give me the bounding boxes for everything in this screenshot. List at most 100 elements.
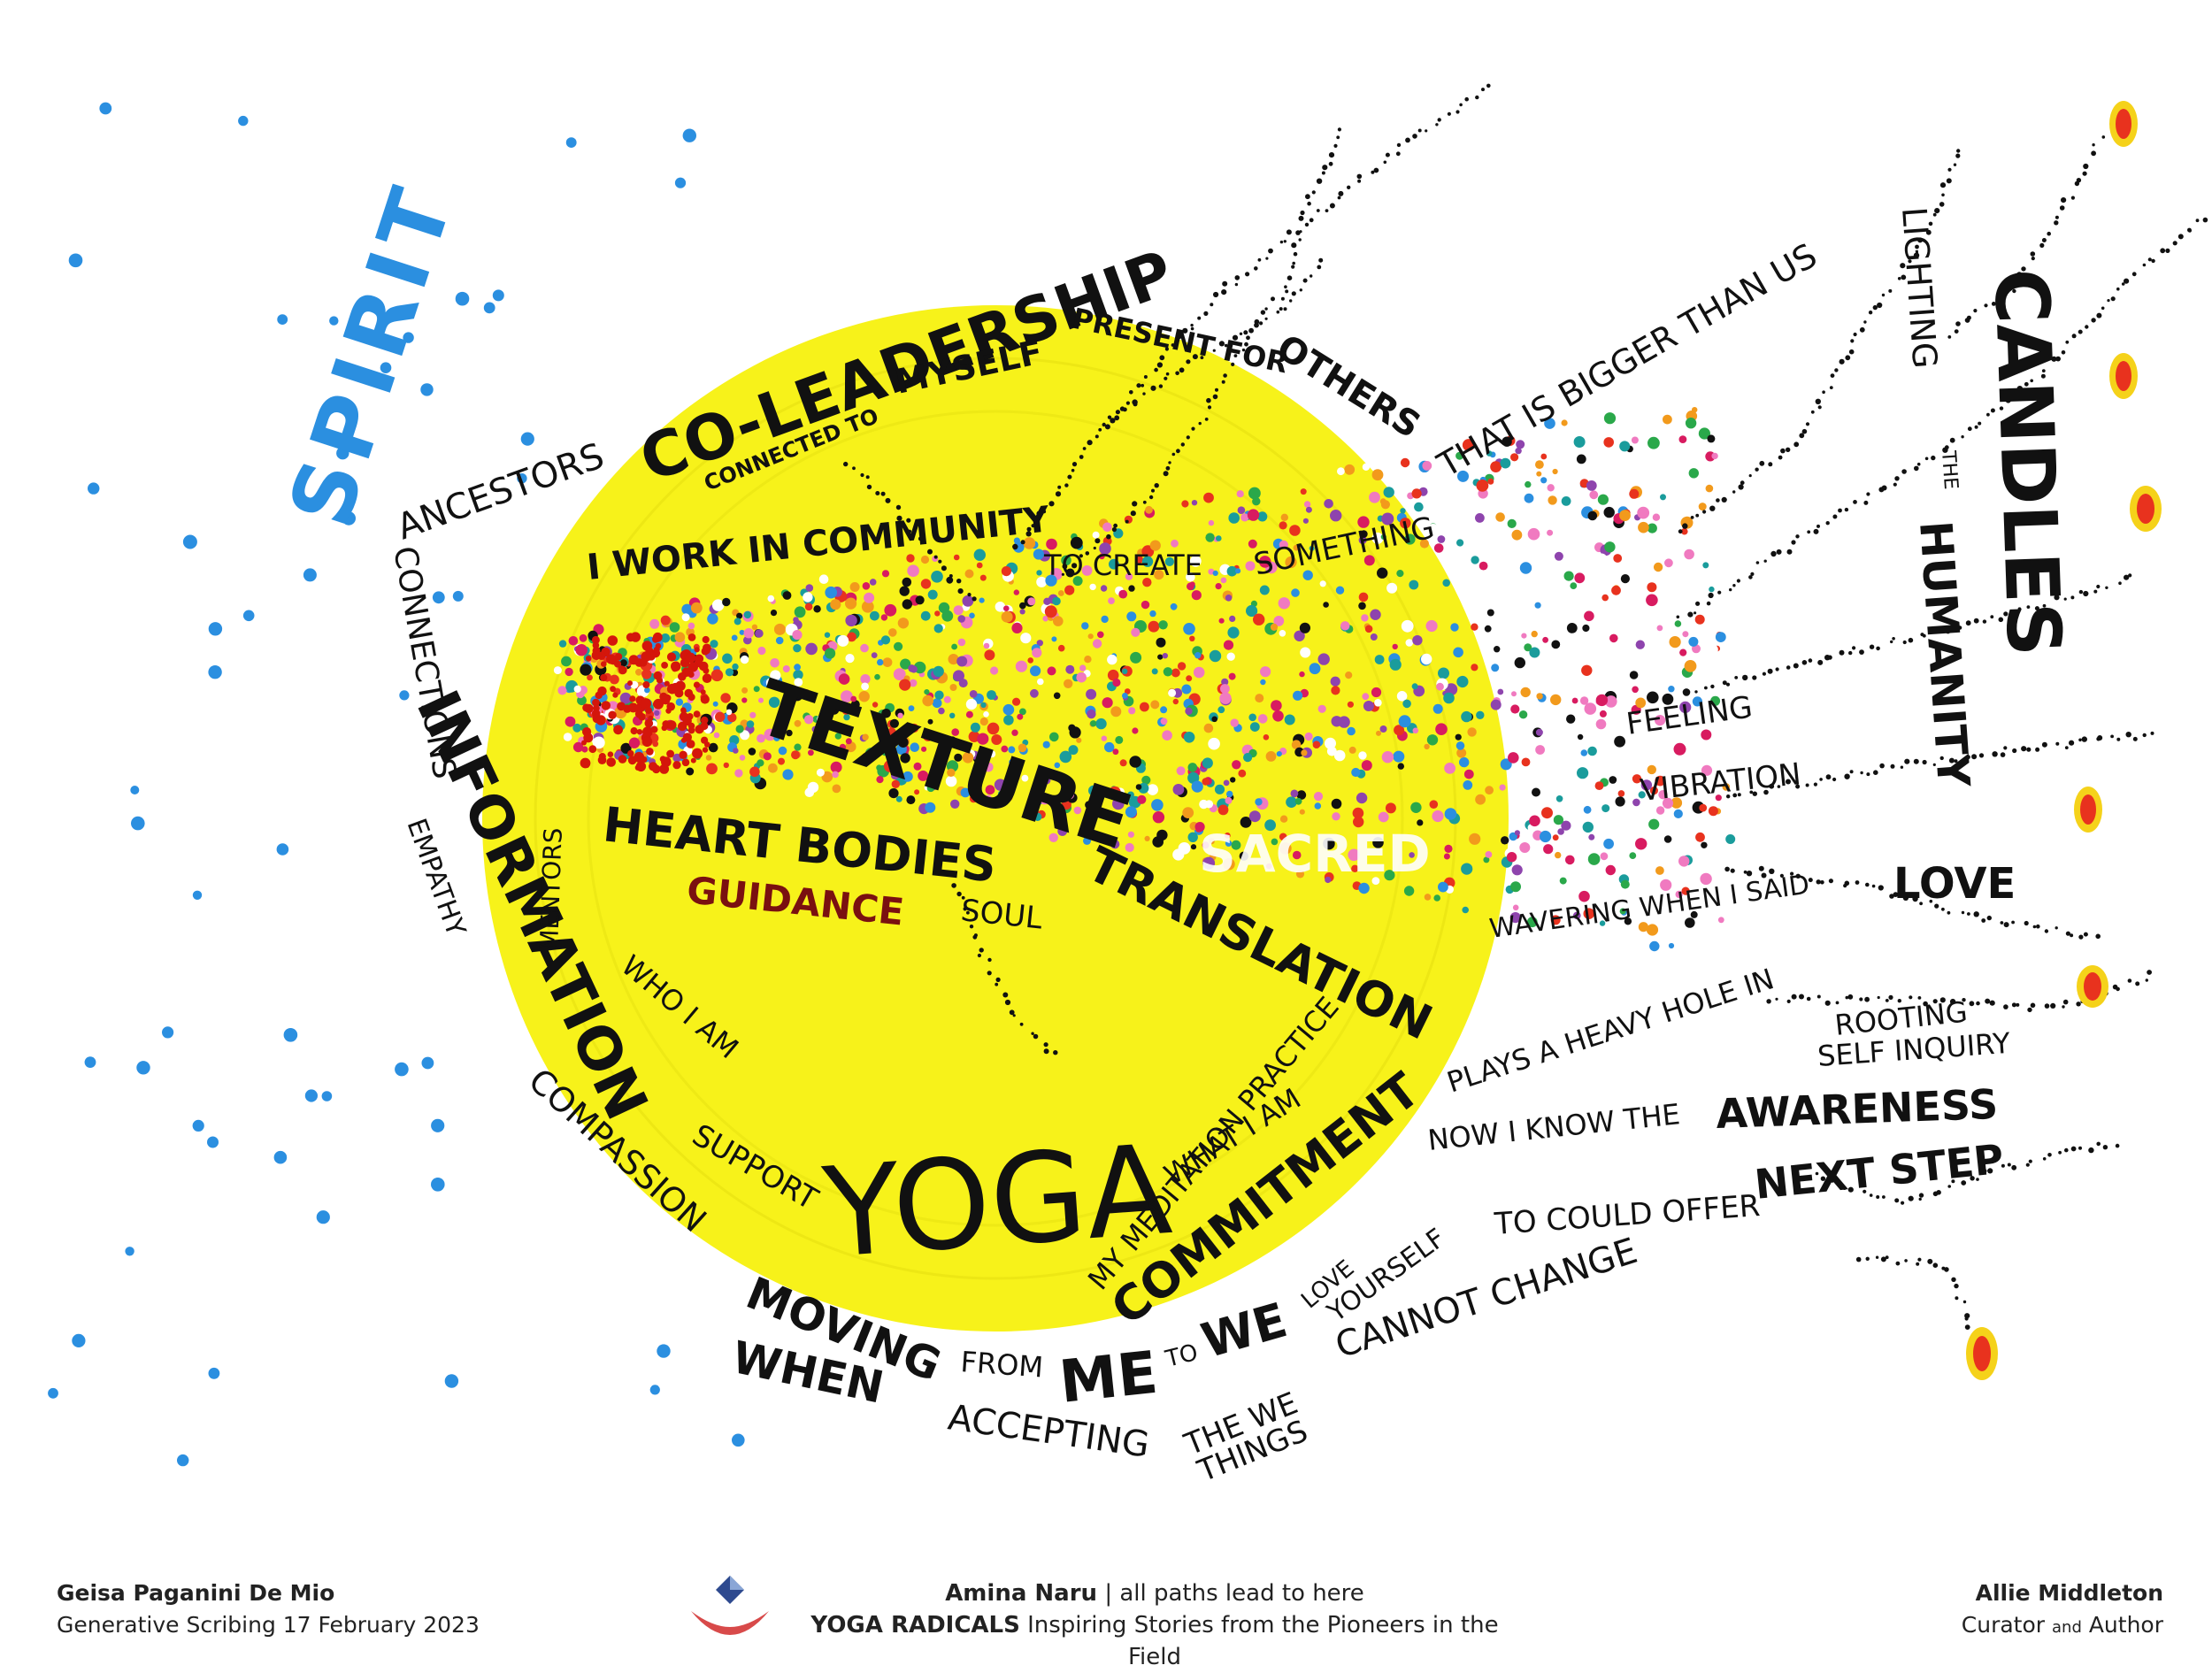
confetti-dot xyxy=(906,554,915,563)
confetti-dot xyxy=(1240,817,1252,828)
confetti-dot xyxy=(1379,725,1387,733)
confetti-dot xyxy=(1555,851,1562,859)
confetti-dot xyxy=(1003,715,1014,725)
stipple-dot xyxy=(1929,899,1933,903)
stipple-dot xyxy=(1900,765,1904,769)
stipple-dot xyxy=(1012,1014,1016,1017)
stipple-dot xyxy=(1817,659,1824,665)
confetti-dot xyxy=(1107,654,1118,665)
stipple-dot xyxy=(1844,507,1849,512)
stipple-dot xyxy=(1148,495,1154,500)
confetti-dot xyxy=(1647,764,1657,775)
stipple-dot xyxy=(2097,735,2103,741)
confetti-dot xyxy=(1358,602,1366,610)
stipple-dot xyxy=(2042,1157,2047,1161)
confetti-dot xyxy=(1030,688,1039,698)
confetti-dot xyxy=(686,767,695,776)
stipple-dot xyxy=(1967,426,1972,432)
confetti-dot xyxy=(1467,727,1477,737)
blue-dot xyxy=(88,482,100,495)
confetti-dot xyxy=(1605,864,1617,876)
stipple-dot xyxy=(1248,327,1254,334)
word-yoga: YOGA xyxy=(818,1118,1176,1286)
confetti-dot xyxy=(1445,683,1458,696)
confetti-dot xyxy=(1695,832,1705,842)
stipple-dot xyxy=(1904,758,1910,764)
confetti-dot xyxy=(1597,494,1609,505)
stipple-dot xyxy=(1810,410,1815,414)
confetti-dot xyxy=(1576,454,1586,464)
stipple-dot xyxy=(1866,772,1870,777)
confetti-dot xyxy=(1209,649,1222,663)
confetti-dot xyxy=(1385,802,1396,814)
confetti-dot xyxy=(902,771,913,782)
confetti-dot xyxy=(1199,799,1209,810)
stipple-dot xyxy=(1955,153,1961,158)
confetti-dot xyxy=(1044,605,1057,618)
stipple-dot xyxy=(2055,741,2060,746)
stipple-dot xyxy=(957,588,964,595)
stipple-dot xyxy=(2064,746,2069,749)
speaker-name: Amina Naru xyxy=(945,1580,1098,1607)
stipple-dot xyxy=(2078,589,2084,595)
confetti-dot xyxy=(1055,815,1065,825)
confetti-dot xyxy=(1104,741,1115,753)
confetti-dot xyxy=(1582,821,1594,833)
confetti-dot xyxy=(957,743,965,751)
confetti-dot xyxy=(1494,646,1501,653)
confetti-dot xyxy=(1235,568,1241,574)
stipple-dot xyxy=(1859,326,1865,333)
confetti-dot xyxy=(687,662,698,672)
stipple-dot xyxy=(1234,282,1239,287)
confetti-dot xyxy=(1211,716,1217,723)
stipple-dot xyxy=(2003,922,2009,928)
confetti-dot xyxy=(1708,806,1718,817)
stipple-dot xyxy=(1835,1001,1839,1005)
confetti-dot xyxy=(1531,630,1538,638)
confetti-dot xyxy=(1571,697,1578,704)
confetti-dot xyxy=(1647,582,1657,593)
stipple-dot xyxy=(2088,1147,2094,1154)
confetti-dot xyxy=(1398,715,1411,728)
candle-flames xyxy=(1966,101,2162,1380)
stipple-dot xyxy=(1982,1169,1987,1174)
stipple-dot xyxy=(987,971,992,976)
confetti-dot xyxy=(1640,779,1653,791)
confetti-dot xyxy=(1279,521,1287,530)
confetti-dot xyxy=(757,733,765,743)
confetti-dot xyxy=(792,690,803,702)
confetti-dot xyxy=(1325,737,1336,749)
sun-ring xyxy=(587,410,1404,1227)
stipple-dot xyxy=(995,982,999,986)
stipple-dot xyxy=(2151,258,2155,264)
confetti-dot xyxy=(1581,664,1593,676)
confetti-dot xyxy=(1053,616,1064,626)
stipple-dot xyxy=(2044,1003,2050,1009)
stipple-dot xyxy=(1954,759,1958,764)
stipple-dot xyxy=(2027,1007,2032,1013)
confetti-dot xyxy=(573,685,581,694)
confetti-dot xyxy=(1631,436,1639,444)
stipple-dot xyxy=(1801,660,1808,665)
confetti-dot xyxy=(1705,484,1714,493)
stipple-dot xyxy=(1901,469,1907,474)
stipple-dot xyxy=(1158,384,1164,388)
stipple-dot xyxy=(1850,339,1855,343)
confetti-dot xyxy=(1021,774,1029,782)
confetti-dot xyxy=(1701,841,1708,848)
confetti-dot xyxy=(1527,527,1540,541)
confetti-dot xyxy=(1426,734,1439,746)
stipple-dot xyxy=(972,934,978,940)
stipple-dot xyxy=(1865,882,1870,887)
confetti-dot xyxy=(685,652,696,664)
stipple-dot xyxy=(1825,521,1830,526)
stipple-dot xyxy=(1939,182,1947,188)
confetti-dot xyxy=(1668,686,1675,693)
stipple-dot xyxy=(1725,682,1731,687)
confetti-dot xyxy=(845,614,857,627)
stipple-dot xyxy=(1142,500,1147,504)
stipple-dot xyxy=(1192,354,1198,360)
confetti-dot xyxy=(1238,769,1247,778)
confetti-dot xyxy=(1424,894,1432,901)
confetti-dot xyxy=(1629,650,1642,664)
